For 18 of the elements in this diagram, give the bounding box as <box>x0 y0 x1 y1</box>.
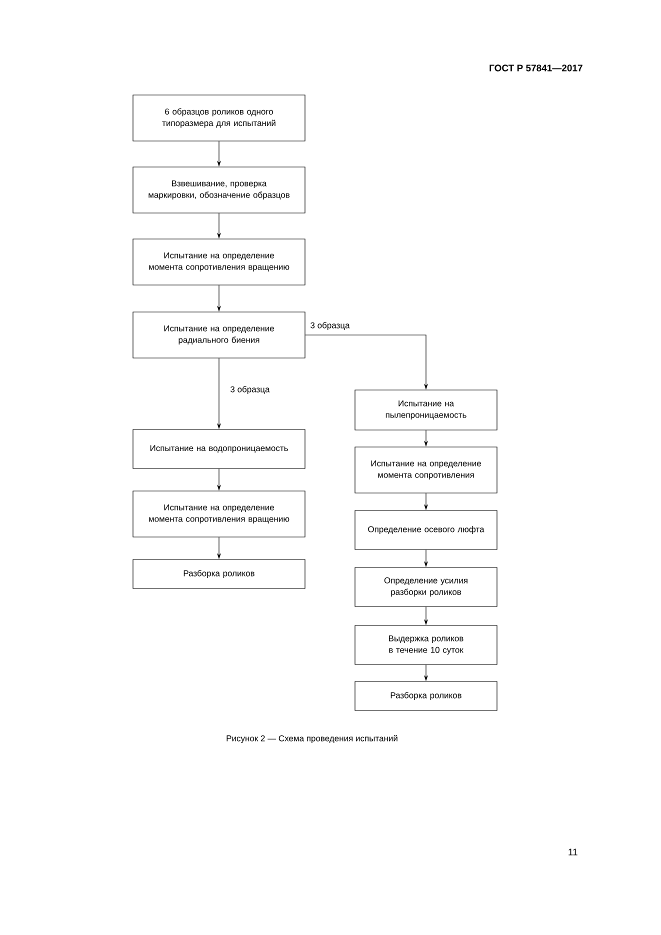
process-box: Испытание на определение радиального биения <box>132 312 306 358</box>
process-box: Испытание на определение момента сопротивления <box>354 446 498 494</box>
process-box: 6 образцов роликов одного типоразмера для испытаний <box>132 94 306 142</box>
process-box: Разборка роликов <box>354 681 498 711</box>
process-box: Определение усилия разборки роликов <box>354 567 498 607</box>
process-box: Испытание на пылепроницаемость <box>354 390 498 430</box>
figure-caption: Рисунок 2 — Схема проведения испытаний <box>226 734 398 744</box>
process-box: Выдержка роликов в течение 10 суток <box>354 625 498 665</box>
page-number: 11 <box>568 848 578 856</box>
process-box: Взвешивание, проверка маркировки, обозначение образцов <box>132 166 306 214</box>
process-box: Разборка роликов <box>132 559 306 589</box>
edge-label: 3 образца <box>309 321 351 331</box>
process-box: Испытание на определение момента сопротивления вращению <box>132 490 306 538</box>
process-box: Испытание на водопроницаемость <box>132 429 306 469</box>
edge-label: 3 образца <box>229 385 271 395</box>
document-number: ГОСТ Р 57841—2017 <box>490 64 582 72</box>
process-box: Испытание на определение момента сопротивления вращению <box>132 238 306 286</box>
process-box: Определение осевого люфта <box>354 510 498 550</box>
